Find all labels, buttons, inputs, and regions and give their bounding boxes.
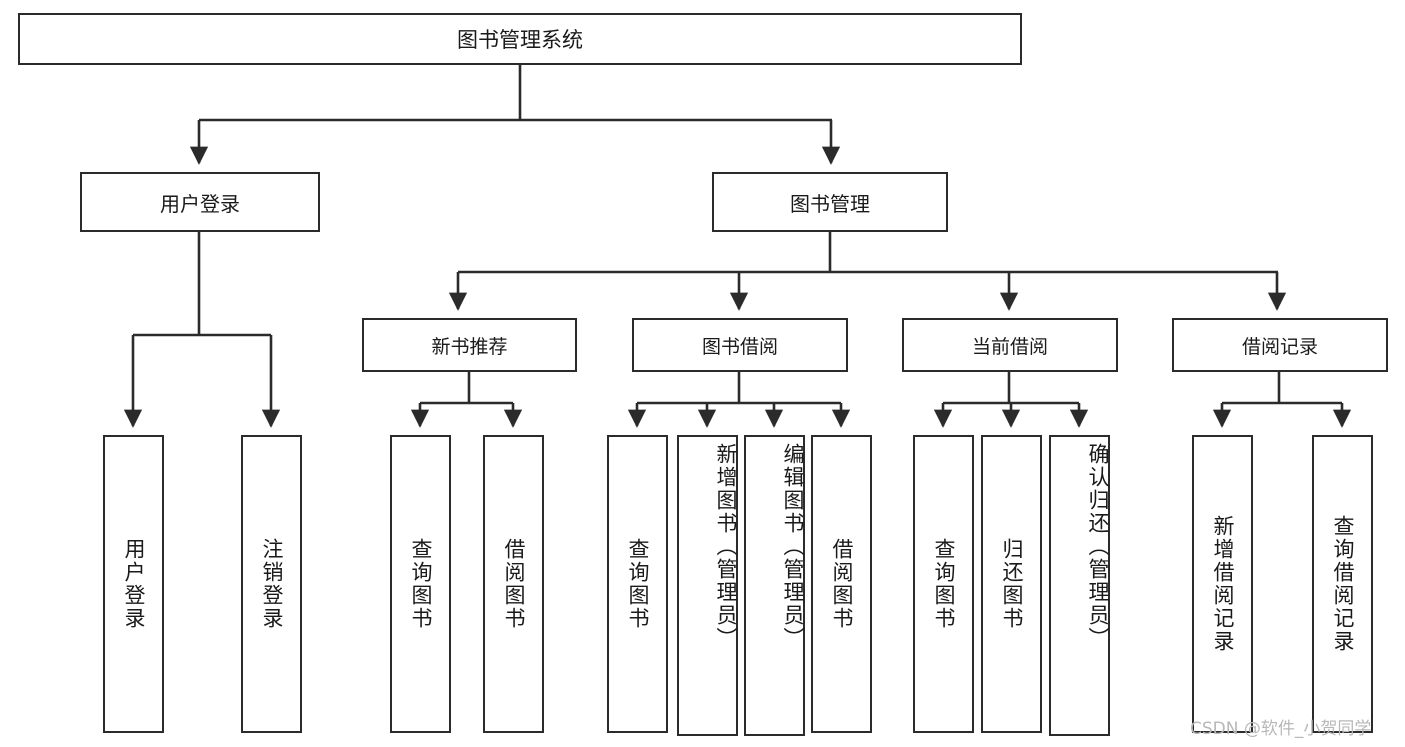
leaf-query-book-2[interactable]: 查询图书 xyxy=(607,435,668,733)
leaf-edit-book[interactable]: 编辑图书（管理员） xyxy=(744,435,805,736)
node-user-login[interactable]: 用户登录 xyxy=(80,172,320,232)
leaf-return-book[interactable]: 归还图书 xyxy=(981,435,1042,733)
leaf-borrow-book-2[interactable]: 借阅图书 xyxy=(811,435,872,733)
node-new-book-rec[interactable]: 新书推荐 xyxy=(362,318,577,372)
node-book-borrow[interactable]: 图书借阅 xyxy=(632,318,848,372)
node-root[interactable]: 图书管理系统 xyxy=(18,13,1022,65)
node-borrow-record[interactable]: 借阅记录 xyxy=(1172,318,1388,372)
leaf-borrow-book-1[interactable]: 借阅图书 xyxy=(483,435,544,733)
node-book-manage[interactable]: 图书管理 xyxy=(712,172,948,232)
leaf-confirm-return[interactable]: 确认归还（管理员） xyxy=(1049,435,1110,736)
leaf-query-record[interactable]: 查询借阅记录 xyxy=(1312,435,1373,733)
csdn-watermark: CSDN @软件_小贺同学 xyxy=(1190,719,1372,739)
leaf-add-book[interactable]: 新增图书（管理员） xyxy=(677,435,738,736)
leaf-query-book-3[interactable]: 查询图书 xyxy=(913,435,974,733)
leaf-user-login[interactable]: 用户登录 xyxy=(103,435,164,733)
leaf-add-record[interactable]: 新增借阅记录 xyxy=(1192,435,1253,733)
leaf-logout-login[interactable]: 注销登录 xyxy=(241,435,302,733)
leaf-query-book-1[interactable]: 查询图书 xyxy=(390,435,451,733)
node-current-borrow[interactable]: 当前借阅 xyxy=(902,318,1118,372)
